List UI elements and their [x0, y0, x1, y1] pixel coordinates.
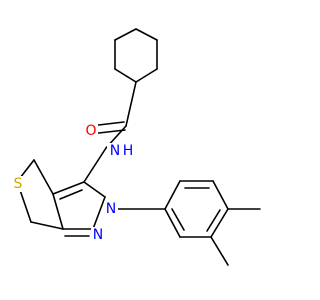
bond [210, 208, 229, 238]
bond [114, 28, 137, 41]
sulfur-label: S [14, 176, 23, 192]
atom-label-sulfur: S [11, 176, 25, 192]
atom-label-amide-nh: N H [107, 143, 137, 159]
bond [52, 193, 64, 230]
oxygen-label: O [85, 123, 96, 139]
bond [164, 208, 181, 238]
amide-h-label: H [123, 143, 134, 159]
bond [164, 180, 181, 210]
bond [92, 196, 106, 230]
amide-n-label: N [110, 143, 120, 159]
bond [135, 28, 158, 41]
ring-n-upper-label: N [106, 201, 116, 217]
aromatic-bond [171, 208, 185, 231]
bond [212, 180, 229, 210]
thieno-pyrazole-core [19, 159, 106, 237]
atom-label-ring-n-upper: N [104, 201, 118, 217]
atom-label-oxygen: O [84, 123, 98, 139]
bond [135, 68, 158, 83]
atom-label-ring-n-lower: N [91, 227, 105, 243]
bond [30, 221, 64, 230]
bond [114, 68, 137, 83]
bond [19, 159, 35, 179]
bond [125, 81, 137, 127]
molecule-structure-diagram: O N H N N S [11, 28, 261, 266]
bond [19, 189, 32, 223]
double-bond [52, 181, 85, 195]
bond [83, 181, 106, 198]
ring-n-lower-label: N [93, 227, 103, 243]
methyl-bond [210, 236, 229, 266]
aromatic-bond [206, 209, 221, 232]
dimethylphenyl-ring [164, 180, 261, 266]
double-bond [59, 189, 83, 200]
bond [33, 159, 54, 195]
cyclohexane-ring [114, 28, 158, 83]
bond [83, 147, 107, 183]
